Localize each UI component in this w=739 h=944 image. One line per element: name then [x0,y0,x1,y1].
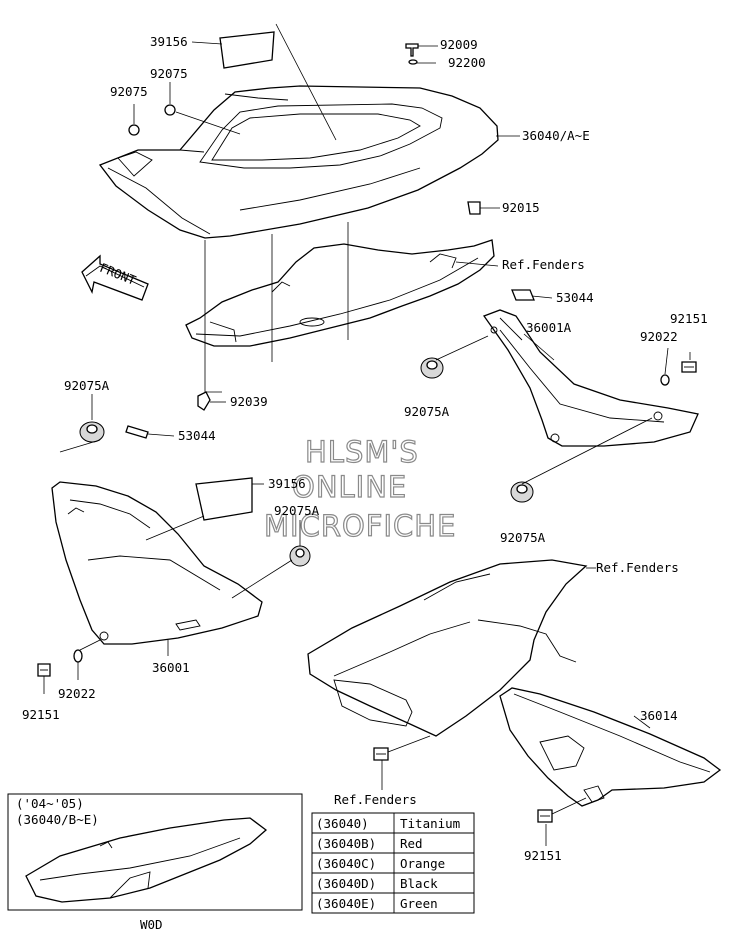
watermark: HLSM'S ONLINE MICROFICHE [263,434,456,543]
callout-92009: 92009 [440,37,478,52]
watermark-line-3: MICROFICHE [264,509,456,543]
chain-cover-36014-part[interactable] [499,687,722,807]
callout-39156-top: 39156 [150,34,188,49]
seat-cowl-part[interactable] [98,85,499,239]
hardware-bottom [373,747,553,823]
decal-39156-top[interactable] [219,31,275,69]
callout-ref-fenders-3: Ref.Fenders [334,792,417,807]
side-cover-36001-part[interactable] [51,481,263,645]
grommet-92075-b-icon [128,124,140,136]
callout-39156-mid: 39156 [268,476,306,491]
hardware-top [128,43,481,411]
table-color-4: Black [400,876,438,891]
callout-92200: 92200 [448,55,486,70]
table-code-2: (36040B) [316,836,376,851]
callout-92075-b: 92075 [110,84,148,99]
screw-92009-icon [405,43,419,57]
front-arrow-icon: FRONT [81,254,149,301]
callout-92039: 92039 [230,394,268,409]
callout-36001: 36001 [152,660,190,675]
leader-lines [43,23,691,846]
callout-36001a: 36001A [526,320,572,335]
washer-92022-right-icon [660,374,670,386]
lower-fender-ref [307,559,588,737]
callout-92075a-left: 92075A [64,378,110,393]
callout-92075a-mid: 92075A [274,503,320,518]
grommet-92075-a-icon [164,104,176,116]
callout-92151-bottom: 92151 [524,848,562,863]
callout-92022-right: 92022 [640,329,678,344]
table-code-5: (36040E) [316,896,376,911]
damper-53044-left-icon [125,425,149,439]
damper-53044-right-icon [511,289,535,301]
watermark-line-2: ONLINE [292,470,407,504]
inner-fender-ref [185,239,495,347]
rivet-92039-icon [197,391,211,411]
callout-ref-fenders-2: Ref.Fenders [596,560,679,575]
table-color-3: Orange [400,856,445,871]
table-color-2: Red [400,836,423,851]
table-color-5: Green [400,896,438,911]
washer-92022-left-icon [73,649,83,663]
callout-92015: 92015 [502,200,540,215]
hardware-right [420,289,697,503]
callout-92022-left: 92022 [58,686,96,701]
washer-92200-icon [408,59,418,65]
callout-labels: 39156 92009 92200 92075 92075 36040/A~E … [22,34,708,863]
callout-53044-right: 53044 [556,290,594,305]
callout-53044-left: 53044 [178,428,216,443]
clip-92015-icon [467,201,481,215]
callout-92075-a: 92075 [150,66,188,81]
footer-code: W0D [140,917,163,932]
table-code-1: (36040) [316,816,369,831]
callout-36014: 36014 [640,708,678,723]
color-table: (36040) Titanium (36040B) Red (36040C) O… [311,812,475,914]
inset-seat-cowl-icon [25,817,268,903]
callout-92151-left: 92151 [22,707,60,722]
inset-years: ('04~'05) [16,796,84,811]
table-code-4: (36040D) [316,876,376,891]
assembly-lines [204,222,349,393]
watermark-line-1: HLSM'S [305,435,419,469]
hardware-left [37,421,311,677]
callout-92151-right: 92151 [670,311,708,326]
callout-92075a-right: 92075A [404,404,450,419]
inset-models: (36040/B~E) [16,812,99,827]
callout-36040: 36040/A~E [522,128,590,143]
decal-39156-mid-icon [195,477,253,521]
side-cover-36001a-part[interactable] [482,309,699,447]
callout-92075a-lower-right: 92075A [500,530,546,545]
variant-inset: ('04~'05) (36040/B~E) [7,793,303,911]
callout-ref-fenders-1: Ref.Fenders [502,257,585,272]
table-code-3: (36040C) [316,856,376,871]
table-color-1: Titanium [400,816,460,831]
